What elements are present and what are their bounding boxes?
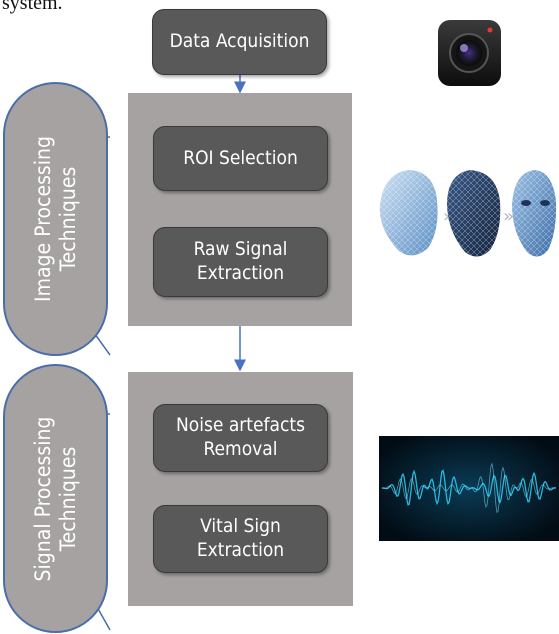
roi-selection-step: ROI Selection (153, 126, 328, 191)
signal-processing-label-text: Signal Processing Techniques (30, 416, 80, 581)
image-processing-label-text: Image Processing Techniques (30, 136, 80, 302)
raw-signal-extraction-step: Raw Signal Extraction (153, 227, 328, 297)
image-processing-label: Image Processing Techniques (3, 82, 108, 356)
noise-artefacts-removal-step: Noise artefacts Removal (153, 404, 328, 472)
caption-fragment: system. (2, 0, 63, 14)
data-acquisition-step: Data Acquisition (152, 9, 327, 75)
signal-processing-label: Signal Processing Techniques (3, 364, 108, 633)
vital-sign-extraction-step: Vital Sign Extraction (153, 505, 328, 573)
